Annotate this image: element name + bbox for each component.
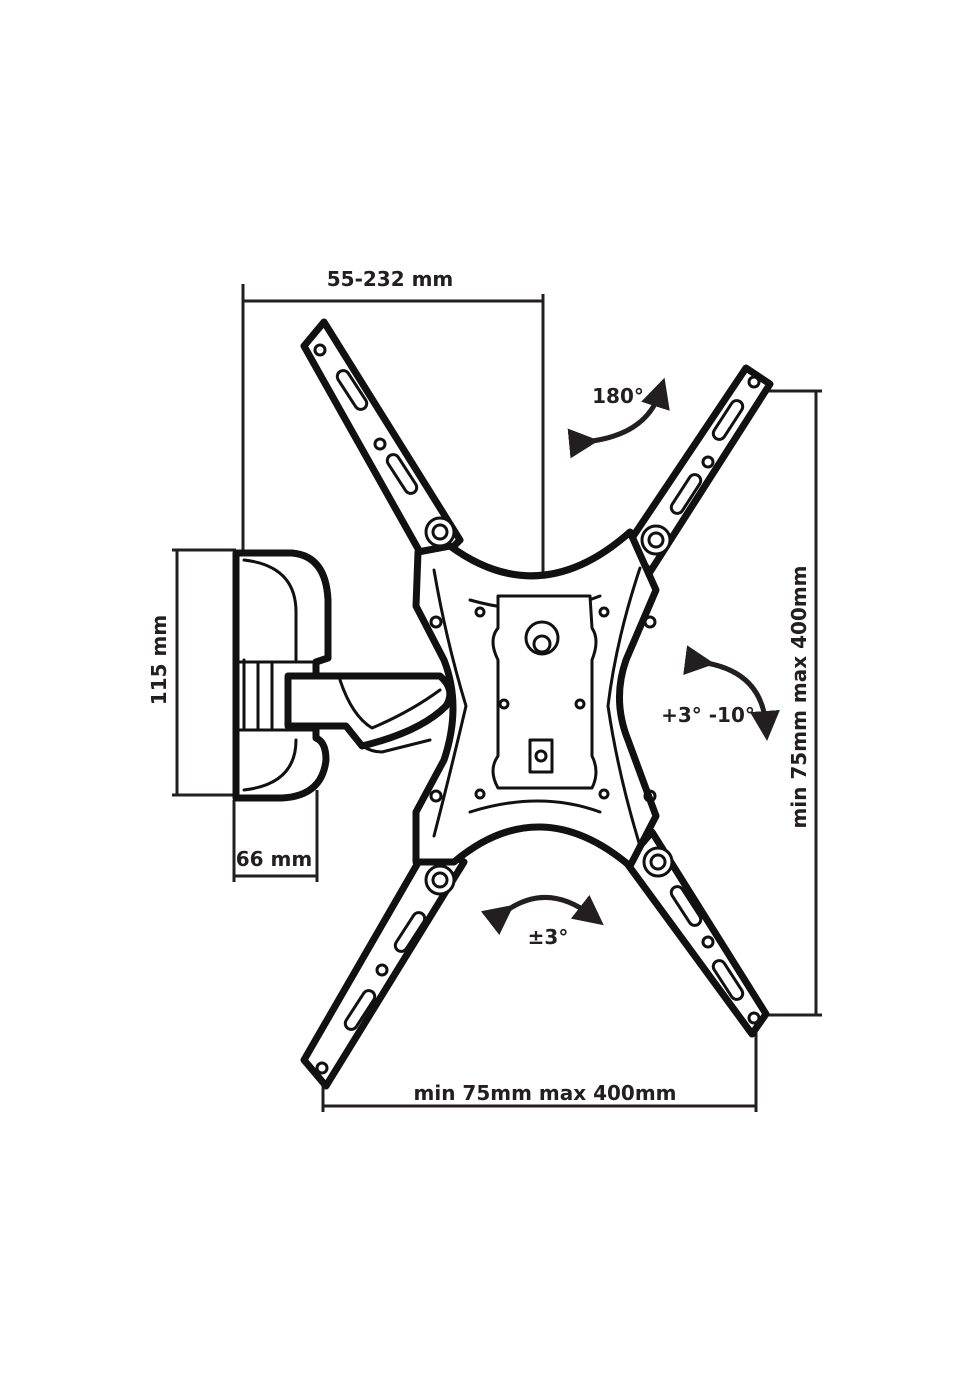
rotation-label: ±3°: [528, 925, 569, 949]
motion-arrows: [480, 377, 780, 936]
arm-extension-label: 55-232 mm: [327, 267, 454, 291]
bracket-holes: [313, 343, 761, 1075]
tilt-arrow: [683, 645, 780, 741]
vesa-horizontal-label: min 75mm max 400mm: [414, 1081, 677, 1105]
tilt-label: +3° -10°: [661, 703, 755, 727]
swing-arm: [284, 672, 454, 754]
wall-plate: [232, 549, 332, 802]
swivel-label: 180°: [592, 384, 644, 408]
wall-plate-height-label: 115 mm: [147, 615, 171, 705]
bracket-arm-top-left: [300, 318, 464, 574]
pivot-knob: [524, 620, 560, 656]
bolt-bosses: [424, 516, 674, 896]
vesa-bracket: [300, 318, 774, 1090]
rotation-arrow: [480, 894, 604, 936]
wall-plate-depth-label: 66 mm: [236, 847, 312, 871]
swivel-arrow: [567, 377, 670, 459]
arm-slots: [335, 369, 745, 1031]
dimension-lines: [172, 284, 822, 1112]
safety-lock: [528, 738, 554, 774]
vesa-vertical-label: min 75mm max 400mm: [787, 566, 811, 829]
